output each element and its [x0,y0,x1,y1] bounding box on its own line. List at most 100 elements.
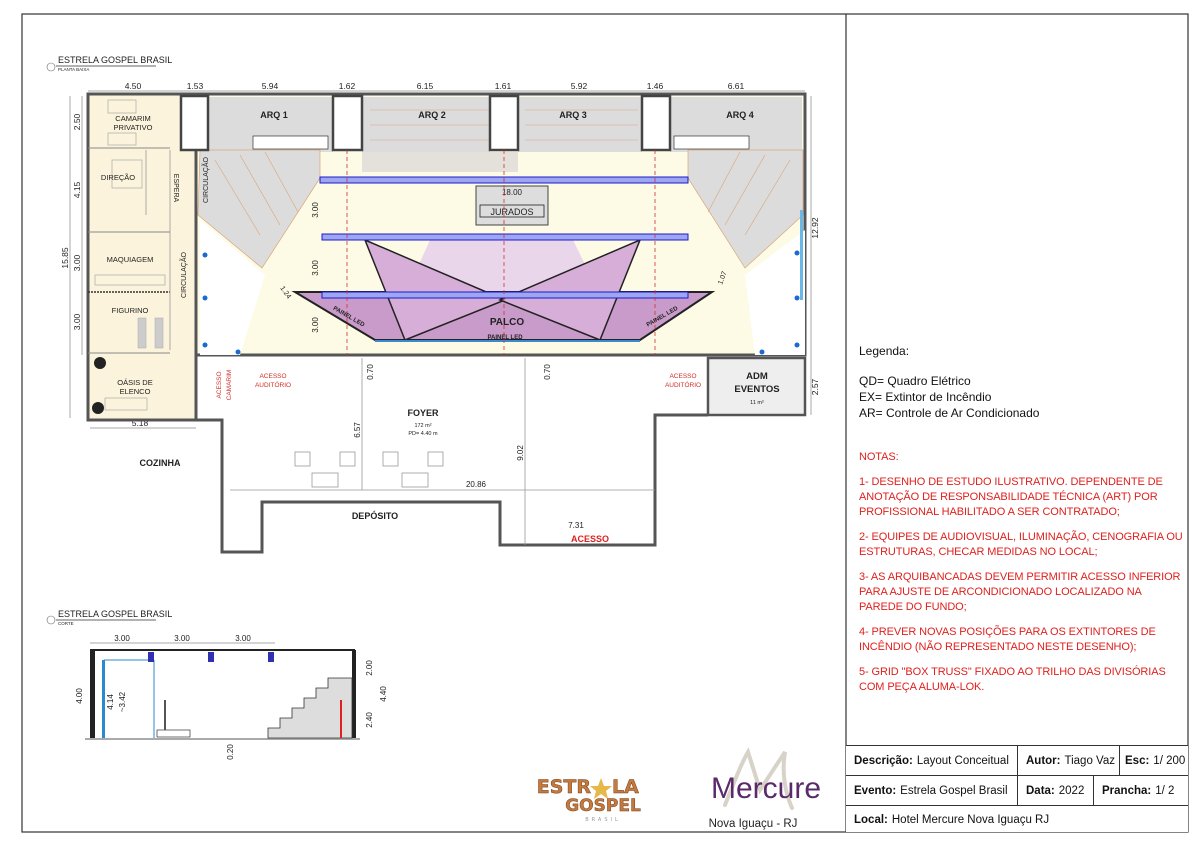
dim: 7.31 [568,521,584,530]
auditorium: ARQ 1 ARQ 2 ARQ 3 ARQ 4 CIRCULAÇÃO 18.00… [179,92,807,357]
label: Local: [854,813,888,826]
dim: 4.40 [379,686,388,702]
dim: 18.00 [502,188,523,197]
dim: 4.14 [106,694,115,710]
plan-title-block: ESTRELA GOSPEL BRASIL PLANTA BAIXA [46,55,172,72]
arq-label: ARQ 1 [260,110,288,120]
arq-label: ARQ 4 [726,110,754,120]
section-title-block: ESTRELA GOSPEL BRASIL CORTE [46,609,172,626]
dim: 3.00 [114,634,130,643]
logo-text: BRASIL [585,817,621,823]
dim: 6.15 [417,81,434,91]
dim: 12.92 [810,217,820,239]
scale-value: 1/ 200 [1153,755,1186,767]
access-label: AUDITÓRIO [665,380,701,389]
dim: 3.00 [311,260,320,276]
dim: 20.86 [466,480,487,489]
plant-icon [94,357,106,369]
access-label: ACESSO [259,373,286,380]
logo-text: GOSPEL [565,796,641,816]
estrela-gospel-logo: ESTR LA GOSPEL BRASIL [536,776,641,823]
stage-wing-left [363,238,507,341]
room-label: CIRCULAÇÃO [179,252,188,298]
judges-label: JURADOS [490,207,533,217]
room-height: PD= 4.40 m [408,431,438,437]
dim: 3.00 [72,254,82,271]
arq-label: ARQ 2 [418,110,446,120]
location-cell: Local:Hotel Mercure Nova Iguaçu RJ [846,806,1188,833]
legend-item: EX= Extintor de Incêndio [859,390,992,404]
mercure-wordmark: Mercure [711,772,821,805]
label: Autor: [1026,755,1061,767]
dim: 0.20 [226,744,235,760]
sheet-border [21,13,1189,833]
room-area: 172 m² [414,423,431,429]
logo-text: ESTR [537,776,592,798]
dim: 2.50 [72,113,82,130]
dim: 5.92 [571,81,588,91]
sheet-number-cell: Prancha:1/ 2 [1094,776,1188,806]
dim: 1.61 [495,81,512,91]
dim: ~3.42 [118,691,127,712]
section-title: ESTRELA GOSPEL BRASIL [58,609,172,619]
room-area: 11 m² [750,400,764,406]
room-label: ELENCO [120,387,151,396]
legend-title: Legenda: [859,344,910,358]
dim: 0.70 [366,364,375,380]
mercure-logo: Mercure Nova Iguaçu - RJ [709,747,821,830]
dim: 2.40 [365,712,374,728]
legend: Legenda: QD= Quadro Elétrico EX= Extinto… [859,343,1039,421]
label: Descrição: [854,755,913,767]
dim: 2.57 [810,378,820,395]
label: Esc: [1125,755,1150,767]
dim: 3.00 [311,317,320,333]
top-dimensions: 4.50 1.53 5.94 1.62 6.15 1.61 5.92 1.46 … [88,81,805,92]
bleacher-left [197,149,321,269]
section-dimensions: 3.00 3.00 3.00 4.00 4.14 ~3.42 2.00 2.40… [75,634,388,760]
room-label: PRIVATIVO [114,123,153,132]
note-item: 2- EQUIPES DE AUDIOVISUAL, ILUMINAÇÃO, C… [859,531,1183,558]
date-cell: Data:2022 [1018,776,1094,806]
author-cell: Autor:Tiago Vaz [1018,746,1120,776]
scale-cell: Esc:1/ 200 [1120,746,1188,776]
lower-floor [196,356,807,554]
label: Prancha: [1102,785,1152,797]
description-cell: Descrição:Layout Conceitual [846,746,1018,776]
author-value: Tiago Vaz [1064,755,1116,767]
access-label: ACESSO [669,373,696,380]
plan-subtitle: PLANTA BAIXA [58,67,89,72]
stage-wing-right [498,238,642,341]
title-block: Descrição:Layout Conceitual Autor:Tiago … [846,745,1188,832]
legend-item: QD= Quadro Elétrico [859,374,971,388]
dim: 3.00 [235,634,251,643]
room-label: DIREÇÃO [101,173,135,182]
dim: 2.00 [365,660,374,676]
room-label: CIRCULAÇÃO [201,157,210,203]
room-label: FIGURINO [112,306,149,315]
note-item: 5- GRID "BOX TRUSS" FIXADO AO TRILHO DAS… [859,666,1166,693]
label: Data: [1026,785,1055,797]
room-label: OÁSIS DE [117,378,152,387]
backstage-rooms: CAMARIM PRIVATIVO DIREÇÃO ESPERA MAQUIAG… [86,92,198,422]
star-icon [590,778,612,799]
truss [321,291,689,299]
room-label: ESPERA [172,174,179,203]
dim: 3.00 [174,634,190,643]
plant-icon [92,402,104,414]
date-value: 2022 [1058,785,1085,797]
dim: 6.57 [353,422,362,438]
note-item: 1- DESENHO DE ESTUDO ILUSTRATIVO. DEPEND… [859,476,1163,518]
dim: 6.61 [728,81,745,91]
led-label: PAINEL LED [487,335,523,341]
bleacher-right [687,149,804,269]
dim: 15.85 [60,247,70,269]
arq-label: ARQ 3 [559,110,587,120]
logo-text: LA [612,776,639,798]
dim: 4.00 [75,688,84,704]
foyer-furniture [294,451,444,488]
label: Evento: [854,785,897,797]
sheet-number-value: 1/ 2 [1155,785,1175,797]
dim: 5.94 [262,81,279,91]
dim: 5.18 [132,418,149,428]
